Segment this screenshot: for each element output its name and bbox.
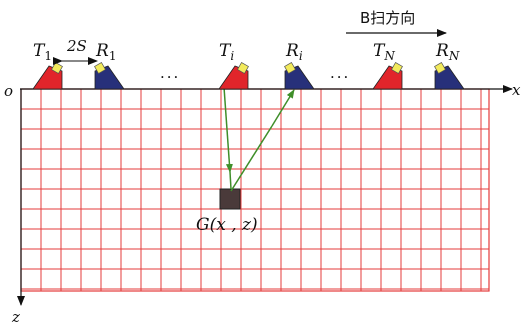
probe-label-rn: RN (435, 41, 460, 63)
transmitter-wedge (372, 65, 403, 90)
origin-label: o (4, 82, 13, 100)
receive-ray-head (271, 89, 295, 127)
transmitter-wedge (32, 65, 63, 90)
probe-label-ti: Ti (219, 41, 234, 63)
receive-ray (230, 125, 273, 192)
crystal-element (237, 62, 249, 74)
probe-ri: Ri (284, 41, 315, 90)
probe-label-t1: T1 (33, 41, 52, 63)
ellipsis-right: ··· (330, 68, 350, 86)
probe-label-ri: Ri (285, 41, 303, 63)
probe-array: T1 R1 Ti Ri TN RN (32, 41, 465, 90)
transmitter-wedge (218, 65, 249, 90)
transmit-ray-tail (229, 171, 232, 190)
probe-r1: R1 (94, 41, 125, 90)
transmit-ray (223, 86, 233, 173)
grid-border (20, 88, 490, 292)
focus-point-label: G(x , z) (196, 215, 258, 235)
x-axis-label: x (512, 81, 521, 99)
probe-label-r1: R1 (95, 41, 116, 63)
probe-t1: T1 (32, 41, 63, 90)
spacing-label: 2S (66, 37, 87, 55)
crystal-element (94, 62, 106, 74)
crystal-element (434, 62, 446, 74)
probe-rn: RN (434, 41, 465, 90)
probe-label-tn: TN (373, 41, 395, 63)
z-axis-label: z (11, 308, 20, 326)
probe-ti: Ti (218, 41, 249, 90)
receiver-wedge (94, 65, 125, 90)
imaging-grid (20, 88, 490, 292)
receiver-wedge (434, 65, 465, 90)
ellipsis-left: ··· (160, 68, 180, 86)
crystal-element (391, 62, 403, 74)
probe-tn: TN (372, 41, 403, 90)
scan-direction-label: B扫方向 (360, 9, 415, 27)
focus-cell (219, 188, 241, 210)
receiver-wedge (284, 65, 315, 90)
crystal-element (284, 62, 296, 74)
